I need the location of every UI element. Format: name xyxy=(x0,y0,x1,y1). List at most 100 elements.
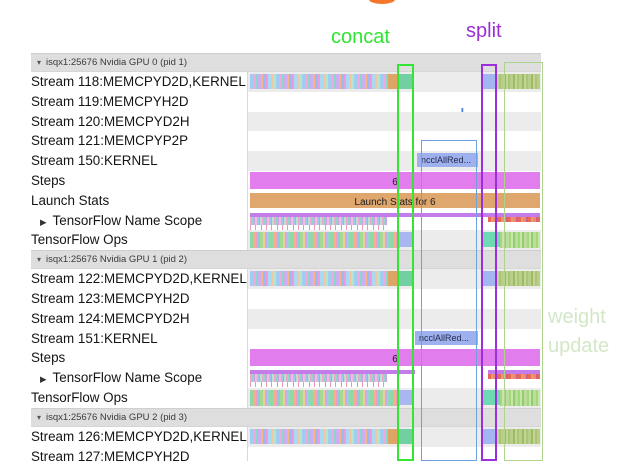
track-label-text: TensorFlow Name Scope xyxy=(52,212,203,228)
expand-arrow-icon[interactable]: ▶ xyxy=(40,374,47,385)
track-timeline: 6 xyxy=(248,348,541,368)
track-label-text: Stream 123:MEMCPYH2D xyxy=(31,291,190,306)
track-timeline xyxy=(248,111,541,132)
kernel-event-segment[interactable] xyxy=(388,428,399,444)
track-timeline: ncclAllRed... xyxy=(248,329,541,349)
track-row: Steps 6 xyxy=(31,171,541,191)
steps-bar[interactable]: 6 xyxy=(250,349,540,367)
track-label: Steps xyxy=(31,171,248,191)
track-label: Stream 119:MEMCPYH2D xyxy=(31,91,248,112)
kernel-event-segment[interactable] xyxy=(481,271,495,287)
concat-region-box xyxy=(397,64,414,461)
track-label-expandable[interactable]: ▶ TensorFlow Name Scope xyxy=(31,368,248,388)
kernel-event-segment[interactable] xyxy=(481,74,495,89)
process-title: isqx1:25676 Nvidia GPU 0 (pid 1) xyxy=(46,57,188,68)
track-row: Launch Stats Launch Stats for 6 xyxy=(31,190,541,211)
track-label-text: Steps xyxy=(31,173,66,188)
track-row: Stream 150:KERNEL ncclAllRed... xyxy=(31,151,541,171)
track-row: Stream 118:MEMCPYD2D,KERNEL,ME xyxy=(31,72,541,92)
nccl-allreduce-event[interactable]: ncclAllRed... xyxy=(415,330,478,345)
name-scope-bar[interactable] xyxy=(250,212,540,217)
event-label: Launch Stats for 6 xyxy=(354,196,436,208)
kernel-event-segment[interactable] xyxy=(399,271,414,287)
track-label-expandable[interactable]: ▶ TensorFlow Name Scope xyxy=(31,210,248,231)
track-label-text: Steps xyxy=(31,350,66,366)
kernel-events-cluster[interactable] xyxy=(495,428,540,444)
name-scope-events-small[interactable] xyxy=(488,374,540,380)
track-row: TensorFlow Ops xyxy=(31,230,541,251)
annotation-weight-update-label: weight update xyxy=(548,303,609,361)
track-timeline: ncclAllRed... xyxy=(248,151,541,171)
kernel-events-cluster[interactable] xyxy=(250,428,388,444)
track-label-text: Stream 150:KERNEL xyxy=(31,153,158,169)
kernel-event-segment[interactable] xyxy=(481,428,495,444)
name-scope-events[interactable] xyxy=(250,216,387,230)
tf-op-events-cluster[interactable] xyxy=(500,390,540,406)
annotation-concat-label: concat xyxy=(331,26,390,48)
track-label: Stream 124:MEMCPYD2H xyxy=(31,308,248,329)
kernel-event-segment[interactable] xyxy=(400,390,413,405)
process-header[interactable]: ▾ isqx1:25676 Nvidia GPU 0 (pid 1) xyxy=(31,53,541,72)
collapse-arrow-icon[interactable]: ▾ xyxy=(37,255,42,265)
track-label: Stream 123:MEMCPYH2D xyxy=(31,289,248,309)
track-timeline xyxy=(248,230,541,251)
track-label-text: Launch Stats xyxy=(31,192,110,208)
track-timeline xyxy=(248,447,541,461)
kernel-event-segment[interactable] xyxy=(388,74,399,89)
collapse-arrow-icon[interactable]: ▾ xyxy=(37,58,42,67)
tf-ops-events-cluster[interactable] xyxy=(250,232,400,249)
track-row: Stream 127:MEMCPYH2D xyxy=(31,446,541,461)
track-label-text: Stream 127:MEMCPYH2D xyxy=(31,448,190,461)
track-row: Stream 121:MEMCPYP2P xyxy=(31,131,541,152)
track-label-text: Stream 122:MEMCPYD2D,KERNEL,MI xyxy=(31,271,248,287)
kernel-events-cluster[interactable] xyxy=(495,271,540,287)
kernel-event-segment[interactable] xyxy=(399,428,414,444)
track-timeline xyxy=(248,211,541,231)
track-timeline xyxy=(248,308,541,329)
tf-op-events-cluster[interactable] xyxy=(500,232,540,249)
track-row: Stream 122:MEMCPYD2D,KERNEL,MI xyxy=(31,269,541,289)
annotation-weight-update-line1: weight xyxy=(548,306,606,328)
kernel-events-cluster[interactable] xyxy=(250,271,388,287)
track-row: Stream 126:MEMCPYD2D,KERNEL,MI xyxy=(31,426,541,447)
name-scope-bar[interactable] xyxy=(250,370,415,375)
launch-stats-bar[interactable]: Launch Stats for 6 xyxy=(250,192,540,208)
track-timeline xyxy=(248,368,541,388)
name-scope-events[interactable] xyxy=(250,374,387,388)
event-label: 6 xyxy=(392,177,398,188)
track-label-text: TensorFlow Name Scope xyxy=(52,370,203,386)
expand-arrow-icon[interactable]: ▶ xyxy=(40,216,47,227)
name-scope-events-small[interactable] xyxy=(488,216,540,222)
track-label-text: TensorFlow Ops xyxy=(31,390,128,405)
track-label: Stream 120:MEMCPYD2H xyxy=(31,111,248,132)
name-scope-bar[interactable] xyxy=(488,370,540,375)
track-label: TensorFlow Ops xyxy=(31,230,248,251)
nccl-region-box xyxy=(421,140,477,461)
tf-ops-events-cluster[interactable] xyxy=(250,390,400,406)
track-label: Steps xyxy=(31,348,248,369)
kernel-event-segment[interactable] xyxy=(399,74,414,89)
kernel-events-cluster[interactable] xyxy=(250,74,388,89)
track-label-text: Stream 126:MEMCPYD2D,KERNEL,MI xyxy=(31,428,248,444)
track-label-text: Stream 120:MEMCPYD2H xyxy=(31,113,190,129)
track-row: Stream 120:MEMCPYD2H xyxy=(31,111,541,132)
event-label: 6 xyxy=(392,354,398,366)
track-timeline: 6 xyxy=(248,171,541,191)
split-region-box xyxy=(481,64,497,461)
steps-bar[interactable]: 6 xyxy=(250,172,540,189)
nccl-allreduce-event[interactable]: ncclAllRed... xyxy=(417,153,478,168)
track-label-text: TensorFlow Ops xyxy=(31,232,128,248)
track-label: TensorFlow Ops xyxy=(31,388,248,408)
kernel-event-segment[interactable] xyxy=(388,271,399,287)
track-row: Stream 123:MEMCPYH2D xyxy=(31,289,541,309)
track-label-text: Stream 118:MEMCPYD2D,KERNEL,ME xyxy=(31,74,248,89)
track-label-text: Stream 124:MEMCPYD2H xyxy=(31,310,190,326)
collapse-arrow-icon[interactable]: ▾ xyxy=(37,412,42,422)
kernel-event-segment[interactable] xyxy=(400,232,413,248)
annotation-weight-update-line2: update xyxy=(548,335,610,357)
weight-update-region-box xyxy=(504,62,543,461)
track-timeline xyxy=(248,289,541,309)
process-title: isqx1:25676 Nvidia GPU 1 (pid 2) xyxy=(46,254,188,266)
kernel-events-cluster[interactable] xyxy=(495,74,540,89)
